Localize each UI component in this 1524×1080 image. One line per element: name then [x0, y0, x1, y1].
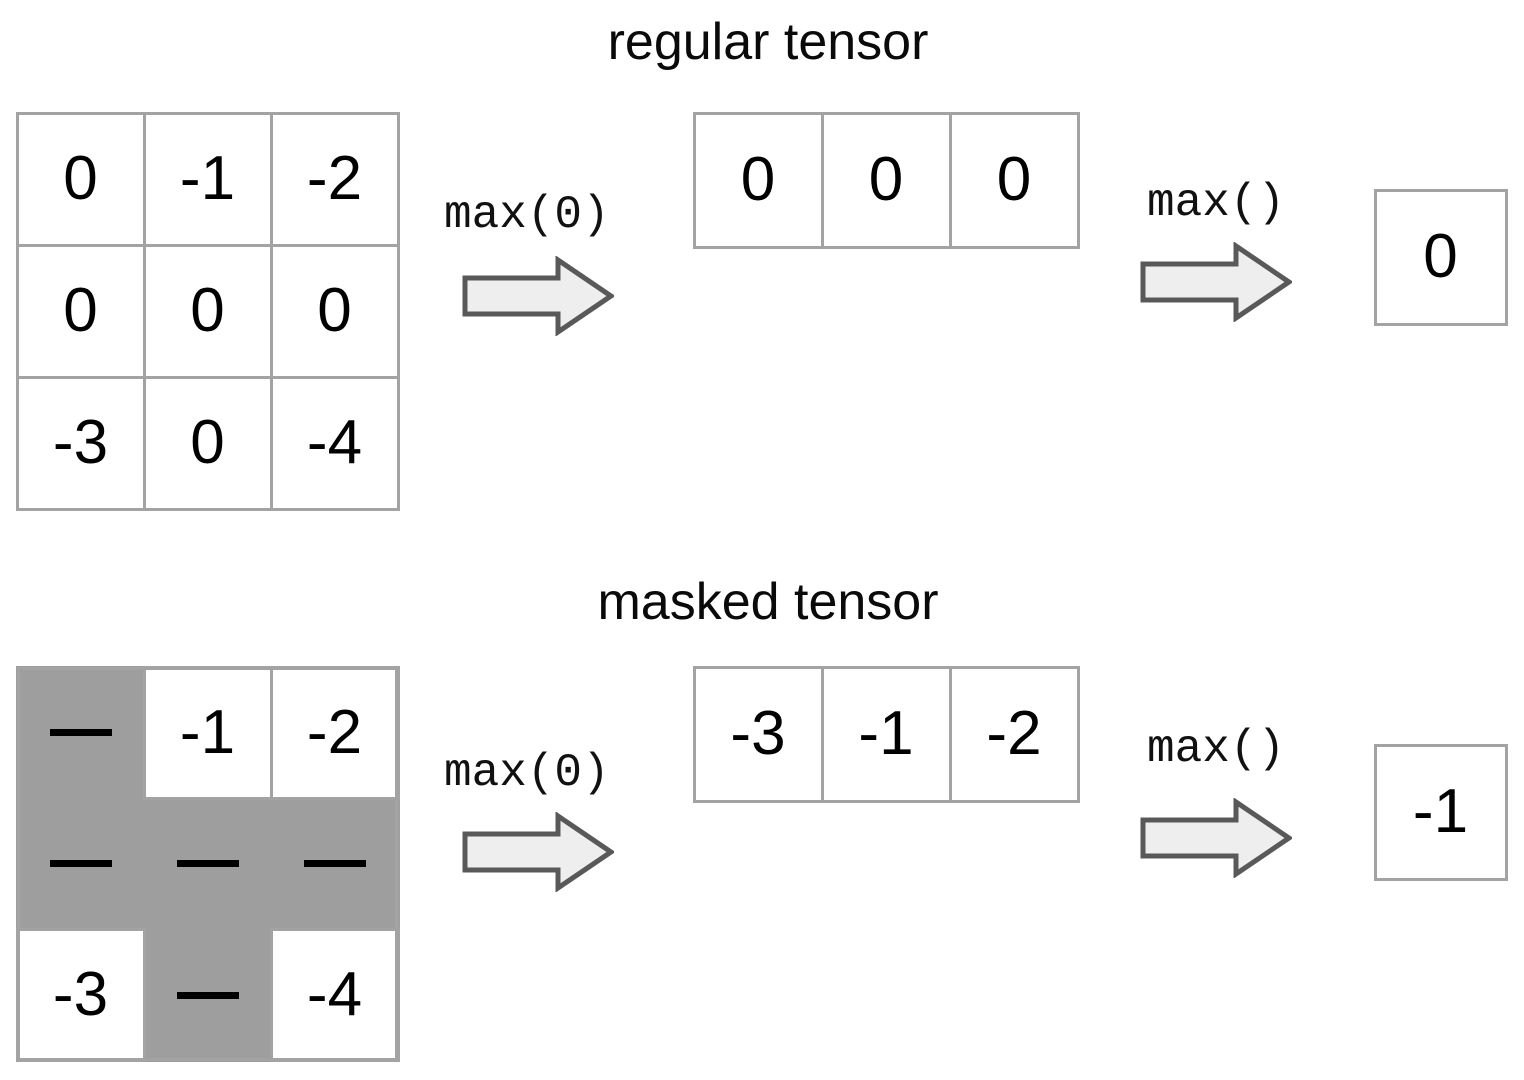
mask-dash-icon: [49, 860, 112, 868]
mask-dash-icon: [176, 991, 239, 999]
mask-dash-icon: [176, 860, 239, 868]
masked-tensor-reduced-row: -3 -1 -2: [692, 665, 1080, 803]
regular-tensor-input-grid: 0 -1 -2 0 0 0 -3 0 -4: [15, 111, 400, 511]
regular-tensor-scalar-result: 0: [1373, 188, 1508, 326]
operation-label-max-dim0-regular: max(0): [444, 189, 610, 241]
right-block-arrow-icon: [1140, 242, 1292, 322]
operation-label-max-all-regular: max(): [1147, 177, 1286, 229]
section-title-masked: masked tensor: [597, 573, 939, 631]
masked-tensor-scalar-result: -1: [1373, 743, 1508, 881]
table-cell: -2: [948, 665, 1080, 803]
table-cell: 0: [15, 111, 146, 247]
right-block-arrow-icon: [462, 812, 614, 892]
right-block-arrow-icon: [462, 256, 614, 336]
table-cell: 0: [1373, 188, 1508, 326]
table-cell: -1: [142, 665, 273, 800]
table-cell-masked: [269, 796, 400, 932]
regular-tensor-reduced-row: 0 0 0: [692, 111, 1080, 249]
table-cell: 0: [820, 111, 952, 249]
table-cell: -4: [269, 928, 400, 1063]
right-block-arrow-icon: [1140, 798, 1292, 878]
table-cell: 0: [142, 243, 273, 379]
mask-dash-icon: [49, 729, 112, 737]
table-cell: -1: [1373, 743, 1508, 881]
table-cell: -2: [269, 111, 400, 247]
table-cell: 0: [269, 243, 400, 379]
table-cell: -3: [15, 375, 146, 511]
masked-tensor-input-grid: -1 -2 -3 -4: [15, 665, 400, 1063]
operation-label-max-dim0-masked: max(0): [444, 747, 610, 799]
table-cell: -3: [692, 665, 824, 803]
table-cell: 0: [142, 375, 273, 511]
operation-label-max-all-masked: max(): [1147, 723, 1286, 775]
table-cell: -4: [269, 375, 400, 511]
table-cell: -1: [820, 665, 952, 803]
table-cell-masked: [15, 665, 146, 800]
table-cell: 0: [948, 111, 1080, 249]
mask-dash-icon: [303, 860, 366, 868]
table-cell: 0: [15, 243, 146, 379]
table-cell: -1: [142, 111, 273, 247]
table-cell-masked: [142, 796, 273, 932]
table-cell-masked: [15, 796, 146, 932]
section-title-regular: regular tensor: [607, 13, 929, 71]
table-cell: -3: [15, 928, 146, 1063]
table-cell: 0: [692, 111, 824, 249]
table-cell: -2: [269, 665, 400, 800]
table-cell-masked: [142, 928, 273, 1063]
